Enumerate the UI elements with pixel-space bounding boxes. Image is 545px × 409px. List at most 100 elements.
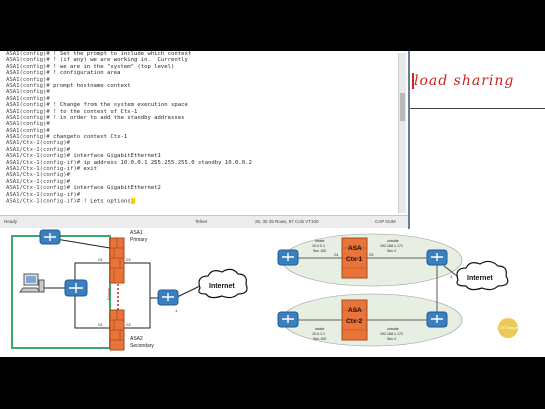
terminal-prompt: ASA1(config)# xyxy=(6,127,50,134)
terminal-line: ASA1(config)# xyxy=(6,96,396,102)
asa2-firewall-icon xyxy=(109,309,125,351)
internet-cloud-icon xyxy=(456,260,509,291)
ctx2-inside-label: inside xyxy=(315,327,324,331)
terminal-line: ASA1/Ctx-1(config)# xyxy=(6,147,396,153)
asa1-port-g2: G2 xyxy=(126,258,131,262)
terminal-prompt: ASA1(config)# xyxy=(6,134,50,141)
terminal-status-bar: Ready Telnet 26, 30 25 Rows, 97 Cols VT1… xyxy=(0,215,408,228)
terminal-line: ASA1/Ctx-1(config-if)# ip address 10.0.0… xyxy=(6,160,396,166)
terminal-prompt: ASA1/Ctx-1(config-if)# xyxy=(6,191,81,198)
ctx2-inside-ip: 10.0.1.1 xyxy=(312,332,325,336)
video-frame: ASA1(config)# ! Set the prompt to includ… xyxy=(0,51,545,357)
asa-ctx2-firewall-icon xyxy=(341,299,368,341)
terminal-prompt: ASA1/Ctx-1(config)# xyxy=(6,146,70,153)
terminal-window[interactable]: ASA1(config)# ! Set the prompt to includ… xyxy=(0,51,410,229)
terminal-scrollbar[interactable] xyxy=(398,53,406,213)
asa1-label: ASA1 xyxy=(130,230,143,236)
terminal-line: ASA1(config)# ! to the context of Ctx-1 xyxy=(6,109,396,115)
pc-icon xyxy=(19,273,45,293)
terminal-command: interface GigabitEthernet2 xyxy=(70,185,161,192)
terminal-line: ASA1/Ctx-1(config-if)# exit xyxy=(6,166,396,172)
terminal-line: ASA1(config)# ! we are in the "system" (… xyxy=(6,64,396,70)
ctx1-inside-ip: 10.0.0.1 xyxy=(312,244,325,248)
annotation-mark xyxy=(412,73,414,89)
terminal-prompt: ASA1/Ctx-1(config-if)# xyxy=(6,198,81,205)
outside-ip-suffix: .1 xyxy=(449,274,453,279)
terminal-prompt: ASA1/Ctx-1(config-if)# xyxy=(6,159,81,166)
asa1-role: Primary xyxy=(130,237,148,243)
ctx1-outside-ip: 192.168.1.171 xyxy=(380,244,403,248)
asa1-firewall-icon xyxy=(109,237,125,284)
terminal-prompt: ASA1(config)# xyxy=(6,57,50,64)
terminal-command: interface GigabitEthernet1 xyxy=(70,153,161,160)
terminal-command: ! Set the prompt to include which contex… xyxy=(49,51,192,57)
internet-cloud-icon xyxy=(198,268,248,299)
terminal-line: ASA1/Ctx-1(config)# xyxy=(6,140,396,146)
ctx2-outside-switch-icon xyxy=(426,311,448,328)
terminal-prompt: ASA1(config)# xyxy=(6,70,50,77)
cbt-nuggets-logo: CBT Nuggets xyxy=(498,318,519,338)
terminal-prompt: ASA1(config)# xyxy=(6,51,50,57)
asa2-label: ASA2 xyxy=(130,336,143,342)
terminal-prompt: ASA1/Ctx-1(config)# xyxy=(6,140,70,147)
asa-ctx1-firewall-icon xyxy=(341,237,368,279)
ctx1-inside-switch-icon xyxy=(277,249,299,266)
internet-label: Internet xyxy=(467,275,493,282)
failover-label: Failover xyxy=(107,287,111,300)
terminal-command: prompt hostname context xyxy=(49,82,131,89)
terminal-line: ASA1(config)# xyxy=(6,121,396,127)
asa2-port-g2: G2 xyxy=(126,323,131,327)
terminal-command: exit xyxy=(80,166,97,173)
terminal-line: ASA1(config)# ! Set the prompt to includ… xyxy=(6,51,396,57)
ctx2-outside-ip: 192.168.1.172 xyxy=(380,332,403,336)
terminal-command: ! configuration area xyxy=(49,70,121,77)
terminal-console[interactable]: ASA1(config)# ! Set the prompt to includ… xyxy=(6,51,396,213)
outside-switch-icon xyxy=(157,289,179,306)
terminal-prompt: ASA1(config)# xyxy=(6,121,50,128)
asa2-role: Secondary xyxy=(130,343,154,349)
terminal-prompt: ASA1(config)# xyxy=(6,108,50,115)
terminal-line: ASA1(config)# prompt hostname context xyxy=(6,83,396,89)
terminal-line: ASA1(config)# ! configuration area xyxy=(6,70,396,76)
ctx1-port-g2: G2 xyxy=(369,253,374,257)
terminal-command: ! Lets options xyxy=(80,198,131,205)
terminal-line: ASA1(config)# changeto context Ctx-1 xyxy=(6,134,396,140)
status-caps: CAP NUM xyxy=(375,219,396,224)
terminal-line: ASA1(config)# xyxy=(6,77,396,83)
ctx1-port-g1: G1 xyxy=(334,253,339,257)
ctx1-outside-sec: Sec 0 xyxy=(387,249,396,253)
annotation-load-sharing: load sharing xyxy=(414,73,515,89)
ctx2-inside-switch-icon xyxy=(277,311,299,328)
terminal-line: ASA1(config)# xyxy=(6,89,396,95)
terminal-line: ASA1/Ctx-1(config)# xyxy=(6,179,396,185)
ctx2-outside-sec: Sec 0 xyxy=(387,337,396,341)
terminal-line: ASA1/Ctx-1(config)# xyxy=(6,172,396,178)
ctx2-inside-sec: Sec 100 xyxy=(313,337,326,341)
terminal-prompt: ASA1(config)# xyxy=(6,102,50,109)
scrollbar-thumb[interactable] xyxy=(400,93,405,121)
asa2-port-g1: G1 xyxy=(98,323,103,327)
terminal-prompt: ASA1/Ctx-1(config)# xyxy=(6,153,70,160)
ctx1-name-label: Ctx-1 xyxy=(346,256,363,263)
terminal-command: ! Change from the system execution space xyxy=(49,102,188,109)
terminal-prompt: ASA1(config)# xyxy=(6,82,50,89)
terminal-command: ip address 10.0.0.1 255.255.255.0 standb… xyxy=(80,159,252,166)
right-topology-diagram: ASA Ctx-1 ASA Ctx-2 inside 10.0.0.1 Sec … xyxy=(277,233,519,347)
terminal-cursor xyxy=(130,197,135,204)
terminal-line: ASA1(config)# xyxy=(6,128,396,134)
internet-label: Internet xyxy=(209,283,235,290)
terminal-command: changeto context Ctx-1 xyxy=(49,134,128,141)
terminal-line: ASA1(config)# ! (if any) we are working … xyxy=(6,57,396,63)
terminal-line: ASA1/Ctx-1(config-if)# ! Lets options xyxy=(6,197,396,205)
terminal-prompt: ASA1/Ctx-1(config)# xyxy=(6,172,70,179)
ctx2-outside-label: outside xyxy=(387,327,399,331)
terminal-prompt: ASA1/Ctx-1(config)# xyxy=(6,178,70,185)
ctx1-inside-sec: Sec 100 xyxy=(313,249,326,253)
ctx1-inside-label: inside xyxy=(315,239,324,243)
divider-line xyxy=(410,108,545,109)
ctx1-asa-label: ASA xyxy=(348,245,362,252)
zone-box xyxy=(11,235,111,349)
terminal-prompt: ASA1/Ctx-1(config-if)# xyxy=(6,166,81,173)
outside-ip-suffix: .1 xyxy=(174,308,178,313)
asa1-port-g1: G1 xyxy=(98,258,103,262)
